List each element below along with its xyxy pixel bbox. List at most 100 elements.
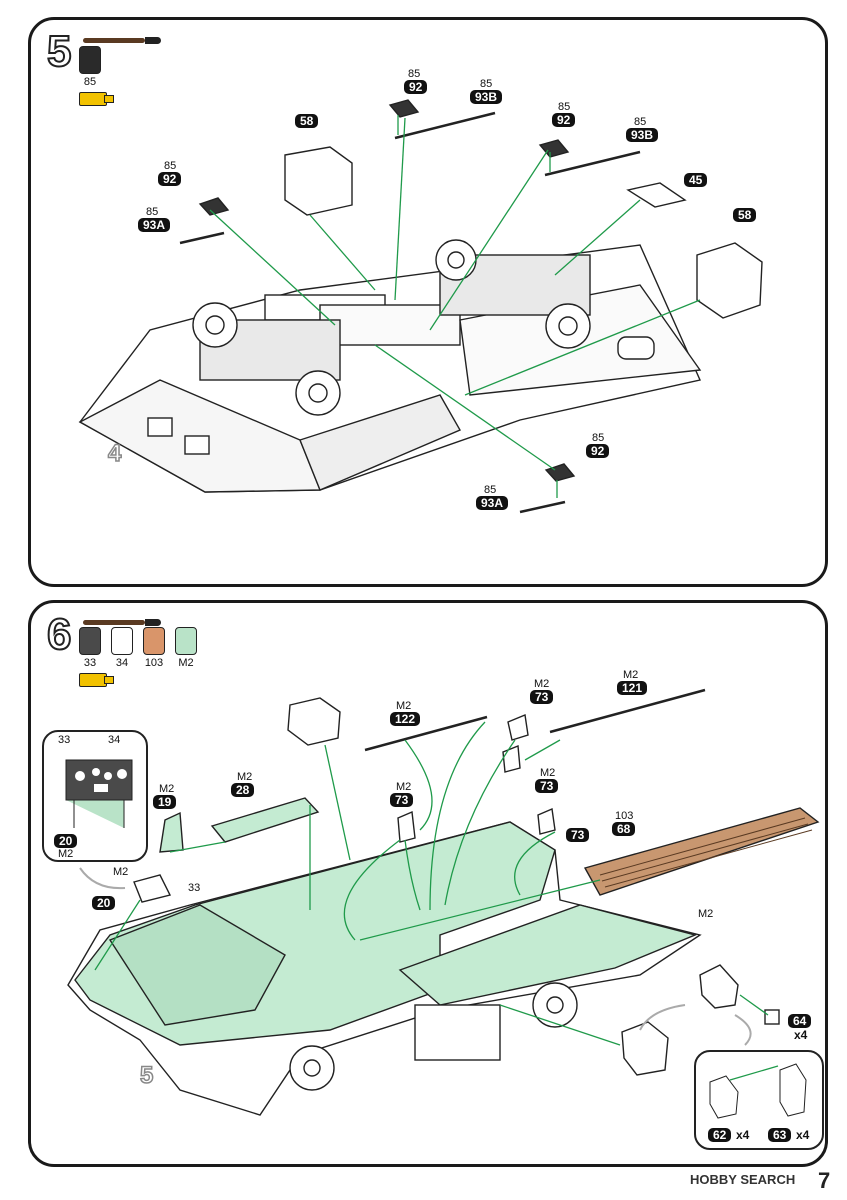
paint-jar-m2: M2 <box>175 627 197 669</box>
quantity-label: x4 <box>794 1028 808 1042</box>
part-number-tag: 63 <box>768 1128 792 1142</box>
instrument-panel-inset: 33 34 20 M2 <box>42 730 148 862</box>
instrument-panel-drawing <box>65 759 133 828</box>
part-number-tag: 92 <box>404 80 428 94</box>
part-number-tag: 28 <box>231 783 255 797</box>
loose-parts <box>179 99 763 514</box>
part-number-tag: 121 <box>617 681 648 695</box>
suspension-assembly <box>192 239 655 416</box>
part-93b-right <box>544 150 641 177</box>
parts-62-63-drawing <box>709 1063 807 1119</box>
parts-62-63-inset: 62 x4 63 x4 <box>694 1050 824 1150</box>
paint-jar-icon <box>79 46 101 74</box>
paint-code: M2 <box>178 657 194 669</box>
paint-code-label: 33 <box>188 882 201 894</box>
paint-code-label: M2 <box>237 771 253 783</box>
part-93b-center <box>394 111 496 140</box>
paint-code-label: 33 <box>58 734 71 746</box>
page-number: 7 <box>818 1168 831 1193</box>
hull-side-plate <box>299 394 461 491</box>
arrow <box>729 1065 779 1081</box>
paint-code-label: 85 <box>558 101 571 113</box>
gauge-dial <box>92 768 100 776</box>
hull-reference-number: 4 <box>107 439 122 468</box>
paint-code-label: 85 <box>146 206 159 218</box>
step-number: 5 <box>46 27 73 76</box>
paint-jar-icon <box>111 627 133 655</box>
paint-code: 85 <box>83 76 97 88</box>
step-5-drawing <box>78 99 763 514</box>
quantity-label: x4 <box>736 1128 750 1142</box>
paint-code-label: 85 <box>484 484 497 496</box>
part-number-tag: 93A <box>476 496 509 510</box>
part-number-tag: 19 <box>153 795 177 809</box>
paint-code-label: M2 <box>698 908 714 920</box>
part-number-tag: 93A <box>138 218 171 232</box>
guide-arrows <box>209 115 701 498</box>
paint-jar-icon <box>143 627 165 655</box>
paint-jar-103: 103 <box>143 627 165 669</box>
part-number-tag: 45 <box>684 173 708 187</box>
part-92-left <box>198 197 230 216</box>
paintbrush-icon <box>83 37 161 44</box>
paint-code-label: 85 <box>480 78 493 90</box>
part-92-center <box>388 99 420 118</box>
part-number-tag: 93B <box>470 90 503 104</box>
wheel-hub <box>205 315 225 335</box>
part-93a-bottom <box>519 500 566 514</box>
paint-code: 34 <box>115 657 129 669</box>
wheel-hub <box>308 383 328 403</box>
arrow <box>554 199 641 276</box>
step-number: 6 <box>46 610 73 659</box>
paint-code-label: 85 <box>408 68 421 80</box>
part-58-rear <box>696 242 763 319</box>
part-number-tag: 68 <box>612 822 636 836</box>
part-63 <box>779 1063 807 1117</box>
paint-jar-33: 33 <box>79 627 101 669</box>
paint-code-label: 103 <box>615 810 634 822</box>
gauge-dial <box>104 772 112 780</box>
part-number-tag: 73 <box>566 828 590 842</box>
paint-jar-85: 85 <box>79 46 101 88</box>
paint-code-label: 85 <box>592 432 605 444</box>
instrument-panel-face <box>65 759 133 801</box>
wheel-hub <box>558 316 578 336</box>
paint-code: 33 <box>83 657 97 669</box>
part-number-tag: 73 <box>535 779 559 793</box>
exhaust-part <box>617 336 655 360</box>
paint-code-label: 85 <box>164 160 177 172</box>
arrow <box>374 344 556 471</box>
glue-tube-icon <box>79 92 114 106</box>
part-number-tag: 73 <box>390 793 414 807</box>
paint-code-label: M2 <box>113 866 129 878</box>
part-number-tag: 58 <box>733 208 757 222</box>
paint-jar-icon <box>175 627 197 655</box>
part-number-tag: 92 <box>586 444 610 458</box>
part-number-tag: 73 <box>530 690 554 704</box>
part-number-tag: 20 <box>92 896 116 910</box>
gauge-dial <box>117 769 127 779</box>
arrow <box>309 214 376 291</box>
gauge-display <box>94 784 108 792</box>
arrow <box>209 209 336 326</box>
paint-code-label: M2 <box>58 848 74 860</box>
part-number-tag: 122 <box>390 712 421 726</box>
part-number-tag: 92 <box>158 172 182 186</box>
rear-deck <box>319 304 461 346</box>
arrow <box>429 149 549 331</box>
paint-code-label: M2 <box>159 783 175 795</box>
paint-code: 103 <box>144 657 164 669</box>
arrow <box>464 299 701 396</box>
hull-reference-number: 5 <box>139 1061 154 1090</box>
part-number-tag: 93B <box>626 128 659 142</box>
part-58-front <box>284 146 353 216</box>
paint-code-label: 85 <box>634 116 647 128</box>
paint-code-label: M2 <box>623 669 639 681</box>
paintbrush-icon <box>83 619 161 626</box>
panel-frame <box>66 799 125 828</box>
watermark: HOBBY SEARCH <box>690 1172 796 1187</box>
part-45 <box>626 182 687 208</box>
arrow <box>394 117 406 301</box>
part-number-tag: 62 <box>708 1128 732 1142</box>
part-number-tag: 20 <box>54 834 78 848</box>
